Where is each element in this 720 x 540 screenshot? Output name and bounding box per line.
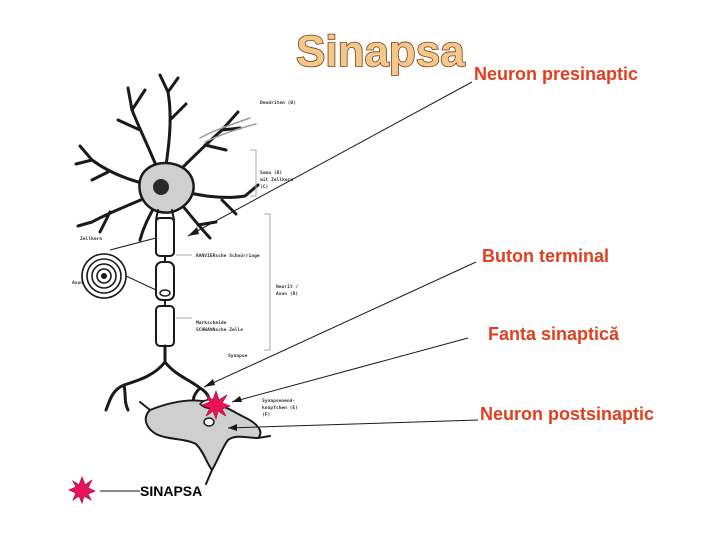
axon-terminals	[104, 344, 211, 412]
annotation-soma: (C)	[260, 184, 268, 190]
pointer-postsynaptic	[227, 419, 479, 429]
annotation-endknob: (F)	[262, 412, 270, 418]
pointer-presynaptic	[187, 81, 473, 237]
presynaptic-neuron	[74, 73, 260, 412]
legend-label: SINAPSA	[140, 483, 202, 499]
annotation-endknob: knöpfchen (E)	[262, 405, 298, 411]
annotation-neurit: Neurit /	[276, 284, 298, 290]
annotation-synapse: Synapse	[228, 353, 248, 359]
pointer-terminal	[203, 261, 477, 388]
label-postsynaptic-neuron: Neuron postsinaptic	[480, 404, 654, 424]
diagram-annotations: Dendriten (B) Soma (B) mit Zellkern (C) …	[72, 100, 298, 418]
legend-starburst-icon	[67, 475, 97, 505]
annotation-endknob: Synapsenend-	[262, 398, 295, 404]
annotation-ranvier: RANVIERsche Schnürringe	[196, 253, 260, 259]
label-presynaptic-neuron: Neuron presinaptic	[474, 64, 638, 84]
nucleus	[153, 179, 169, 195]
annotation-brackets	[176, 149, 271, 351]
annotation-axon: Axon (D)	[276, 291, 298, 297]
annotation-soma: mit Zellkern	[260, 177, 293, 183]
label-terminal-button: Buton terminal	[482, 246, 609, 266]
annotation-dendrites: Dendriten (B)	[260, 100, 296, 106]
pointer-arrowheads	[188, 227, 242, 431]
label-synaptic-cleft: Fanta sinaptică	[488, 324, 620, 344]
myelin-cross-section	[81, 237, 157, 299]
pointer-lines	[187, 81, 479, 429]
page-title: Sinapsa	[296, 27, 465, 76]
annotation-soma: Soma (B)	[260, 170, 282, 176]
dendrites	[74, 73, 260, 242]
postsynaptic-nucleus	[203, 417, 215, 427]
annotation-axon-left: Axon	[72, 280, 83, 286]
annotation-schwann: SCHWANNsche Zelle	[196, 327, 243, 333]
myelin-segment	[155, 261, 175, 301]
synapse-starburst-icon	[200, 389, 232, 421]
legend: SINAPSA	[67, 475, 202, 505]
myelin-segment	[155, 305, 175, 347]
annotation-zellkern: Zellkern	[80, 236, 102, 242]
postsynaptic-neuron	[139, 398, 271, 485]
myelin-segment	[155, 217, 175, 257]
pointer-cleft	[231, 337, 469, 403]
annotation-myelin: Markscheide	[196, 320, 227, 326]
